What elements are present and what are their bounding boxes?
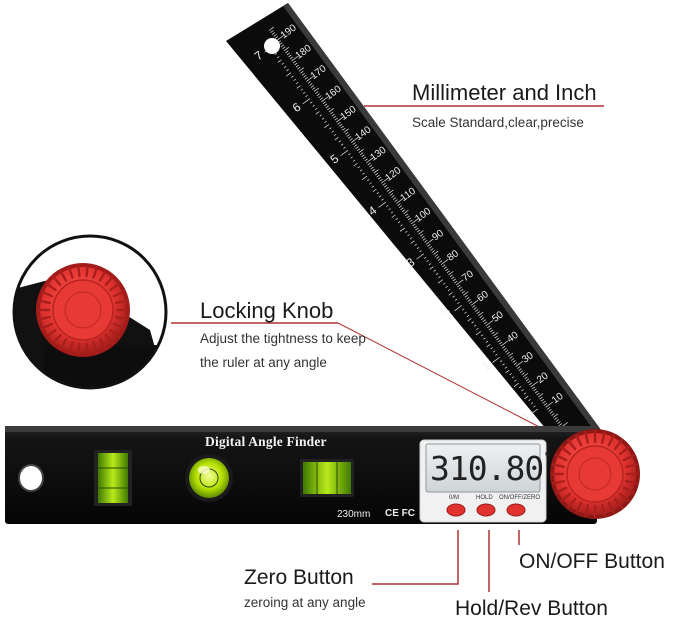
lcd-degree-unit: °	[543, 450, 552, 466]
certification-marks: CE FC	[385, 508, 415, 519]
lcd-display: 310.80°	[430, 448, 552, 490]
callout-hold-button: Hold/Rev Button	[455, 597, 608, 621]
device-name: Digital Angle Finder	[205, 434, 327, 449]
ruler-blade: 1020304050607080901001101201301401501601…	[226, 3, 604, 446]
onoff-button-label: ON/OFF/ZERO	[499, 495, 540, 501]
ruler-inch-label: 0	[518, 410, 532, 425]
base-body	[5, 426, 597, 524]
knob-zoom-inset	[12, 234, 168, 390]
callout-zero-subtitle: zeroing at any angle	[244, 595, 366, 610]
device-length: 230mm	[337, 509, 371, 520]
callout-knob-subtitle-1: Adjust the tightness to keep	[200, 331, 366, 346]
zero-mode-button-label: 0/M	[449, 495, 460, 501]
locking-knob	[550, 429, 640, 519]
hold-button-label: HOLD	[476, 495, 493, 501]
callout-knob-title: Locking Knob	[200, 298, 334, 323]
callout-lines	[171, 105, 604, 592]
callout-knob-subtitle-2: the ruler at any angle	[200, 355, 327, 370]
callout-zero-title: Zero Button	[244, 566, 354, 589]
callout-onoff-button: ON/OFF Button	[519, 550, 665, 574]
callout-scale: Millimeter and Inch Scale Standard,clear…	[412, 80, 597, 132]
callout-onoff-title: ON/OFF Button	[519, 550, 665, 573]
callout-locking-knob: Locking Knob Adjust the tightness to kee…	[200, 298, 366, 372]
lcd-reading: 310.80	[430, 449, 544, 488]
callout-scale-title: Millimeter and Inch	[412, 80, 597, 105]
callout-zero-button: Zero Button zeroing at any angle	[244, 566, 366, 612]
callout-scale-subtitle: Scale Standard,clear,precise	[412, 115, 584, 130]
callout-hold-title: Hold/Rev Button	[455, 597, 608, 620]
